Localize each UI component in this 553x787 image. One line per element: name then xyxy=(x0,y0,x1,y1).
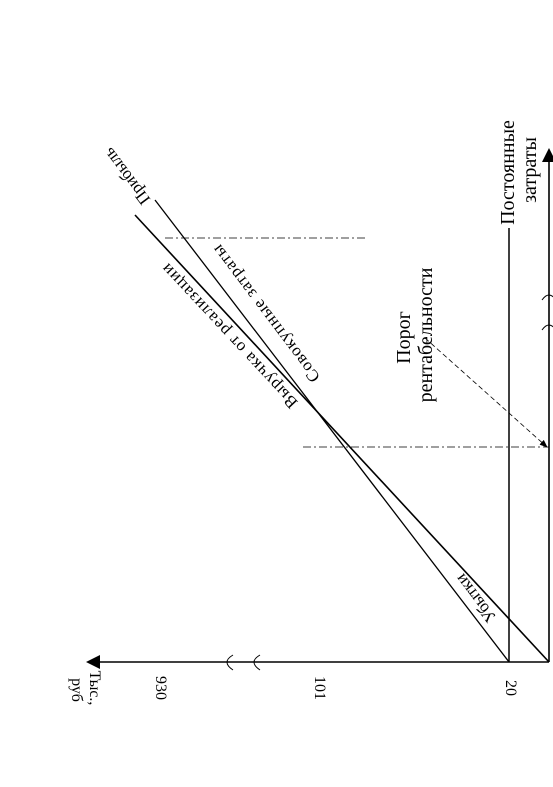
volume-axis-break xyxy=(541,294,553,331)
threshold-pointer xyxy=(424,337,548,448)
tick-label-20: 20 xyxy=(502,680,519,696)
y-axis-label: Тыс., руб xyxy=(68,671,103,710)
value-axis-break xyxy=(226,654,261,671)
profit-label: Прибыль xyxy=(99,144,154,208)
threshold-label: Порог рентабельности xyxy=(393,267,437,402)
tick-label-101: 101 xyxy=(311,676,328,700)
fixed-costs-label: Постоянные затраты xyxy=(497,115,541,225)
volume-axis-arrow xyxy=(542,148,553,162)
total-costs-line xyxy=(154,199,510,663)
revenue-line xyxy=(134,214,550,663)
value-axis-arrow xyxy=(86,655,100,669)
tick-label-930: 930 xyxy=(152,676,169,700)
